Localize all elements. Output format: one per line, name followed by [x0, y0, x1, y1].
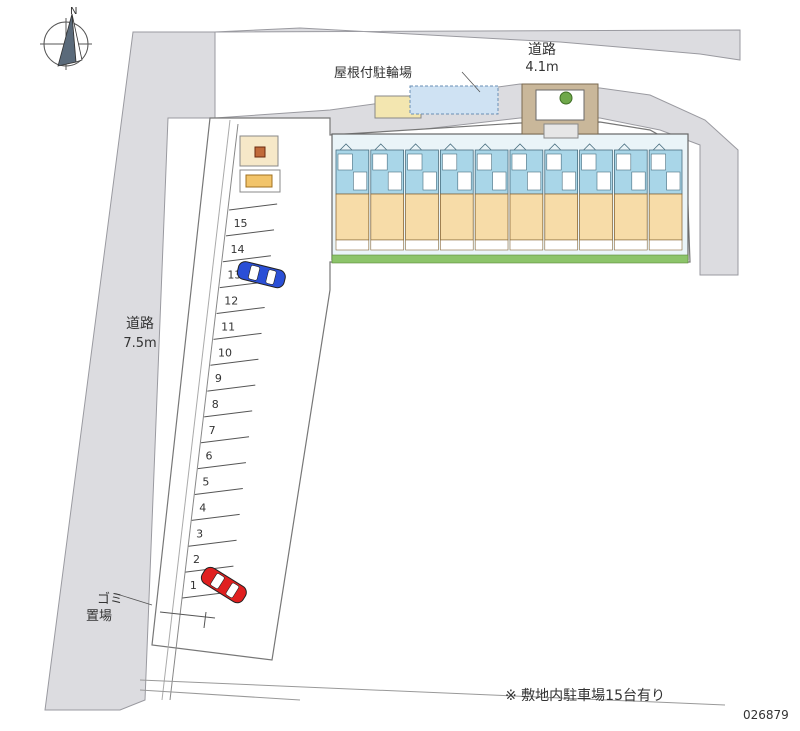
parking-space-number: 3 [196, 527, 203, 540]
car-icon [200, 566, 247, 604]
parking-space-number: 9 [215, 372, 222, 385]
lot-boundary [169, 123, 239, 701]
building-hedge [331, 254, 689, 264]
stall-line [204, 410, 253, 418]
apartment-unit [544, 143, 578, 251]
parking-space-number: 8 [212, 398, 219, 411]
compass-icon [40, 13, 92, 70]
apartment-unit [370, 143, 404, 251]
apartment-unit [648, 143, 683, 251]
parking-space-number: 15 [234, 217, 248, 230]
apartment-unit [509, 143, 544, 251]
left-road-width: 7.5m [123, 336, 157, 351]
stall-line [188, 539, 237, 547]
stall-line [210, 358, 259, 366]
apartment-unit [579, 143, 613, 251]
garbage-label-leader [119, 594, 153, 606]
top-road-width: 4.1m [525, 60, 559, 75]
meter-box-inner [245, 174, 273, 188]
parking-space-number: 5 [202, 476, 209, 489]
apartment-unit [439, 143, 474, 251]
bicycle-parking-label: 屋根付駐輪場 [334, 66, 413, 81]
parking-space-number: 7 [209, 424, 216, 437]
parking-space-number: 14 [230, 243, 244, 256]
bicycle-shed-roof [409, 85, 499, 115]
left-road-name: 道路 [126, 316, 154, 332]
stall-line [191, 513, 240, 521]
north-label: N [70, 6, 77, 17]
apartment-unit [405, 143, 439, 251]
stall-line [225, 229, 275, 237]
top-road [214, 27, 741, 276]
garbage-label-line2: 置場 [86, 609, 113, 624]
tree-icon [559, 91, 573, 105]
stall-line [222, 255, 271, 263]
bottom-boundary-2 [139, 689, 301, 701]
stall-line [203, 611, 207, 629]
parking-space-number: 1 [190, 579, 197, 592]
parking-space-number: 6 [205, 450, 212, 463]
parking-space-number: 2 [193, 553, 200, 566]
parking-space-number: 11 [221, 320, 235, 333]
car-icon [236, 261, 286, 289]
parking-space-number: 12 [224, 295, 238, 308]
parking-note: ※ 敷地内駐車場15台有り [505, 688, 665, 704]
stall-line [216, 306, 265, 314]
stall-line [194, 488, 243, 496]
parking-space-number: 10 [218, 346, 232, 359]
bicycle-label-leader [461, 71, 481, 93]
stall-line [197, 462, 246, 470]
garbage-box [254, 146, 266, 158]
stall-line [207, 384, 256, 392]
apartment-unit [474, 143, 509, 251]
stall-line [200, 436, 250, 444]
apartment-unit [335, 143, 370, 251]
top-road-name: 道路 [528, 42, 556, 58]
bottom-boundary [139, 679, 726, 706]
entrance-plaza [535, 89, 585, 121]
apartment-units [335, 143, 683, 251]
stall-line [213, 332, 262, 340]
lot-boundary-inner [161, 119, 231, 701]
garbage-label-line1: ゴミ [97, 592, 124, 607]
stall-line [229, 203, 278, 211]
property-id: 026879 [743, 708, 789, 722]
apartment-unit [614, 143, 648, 251]
parking-space-number: 4 [199, 501, 206, 514]
parked-cars [200, 261, 286, 604]
entrance-steps [543, 123, 579, 139]
